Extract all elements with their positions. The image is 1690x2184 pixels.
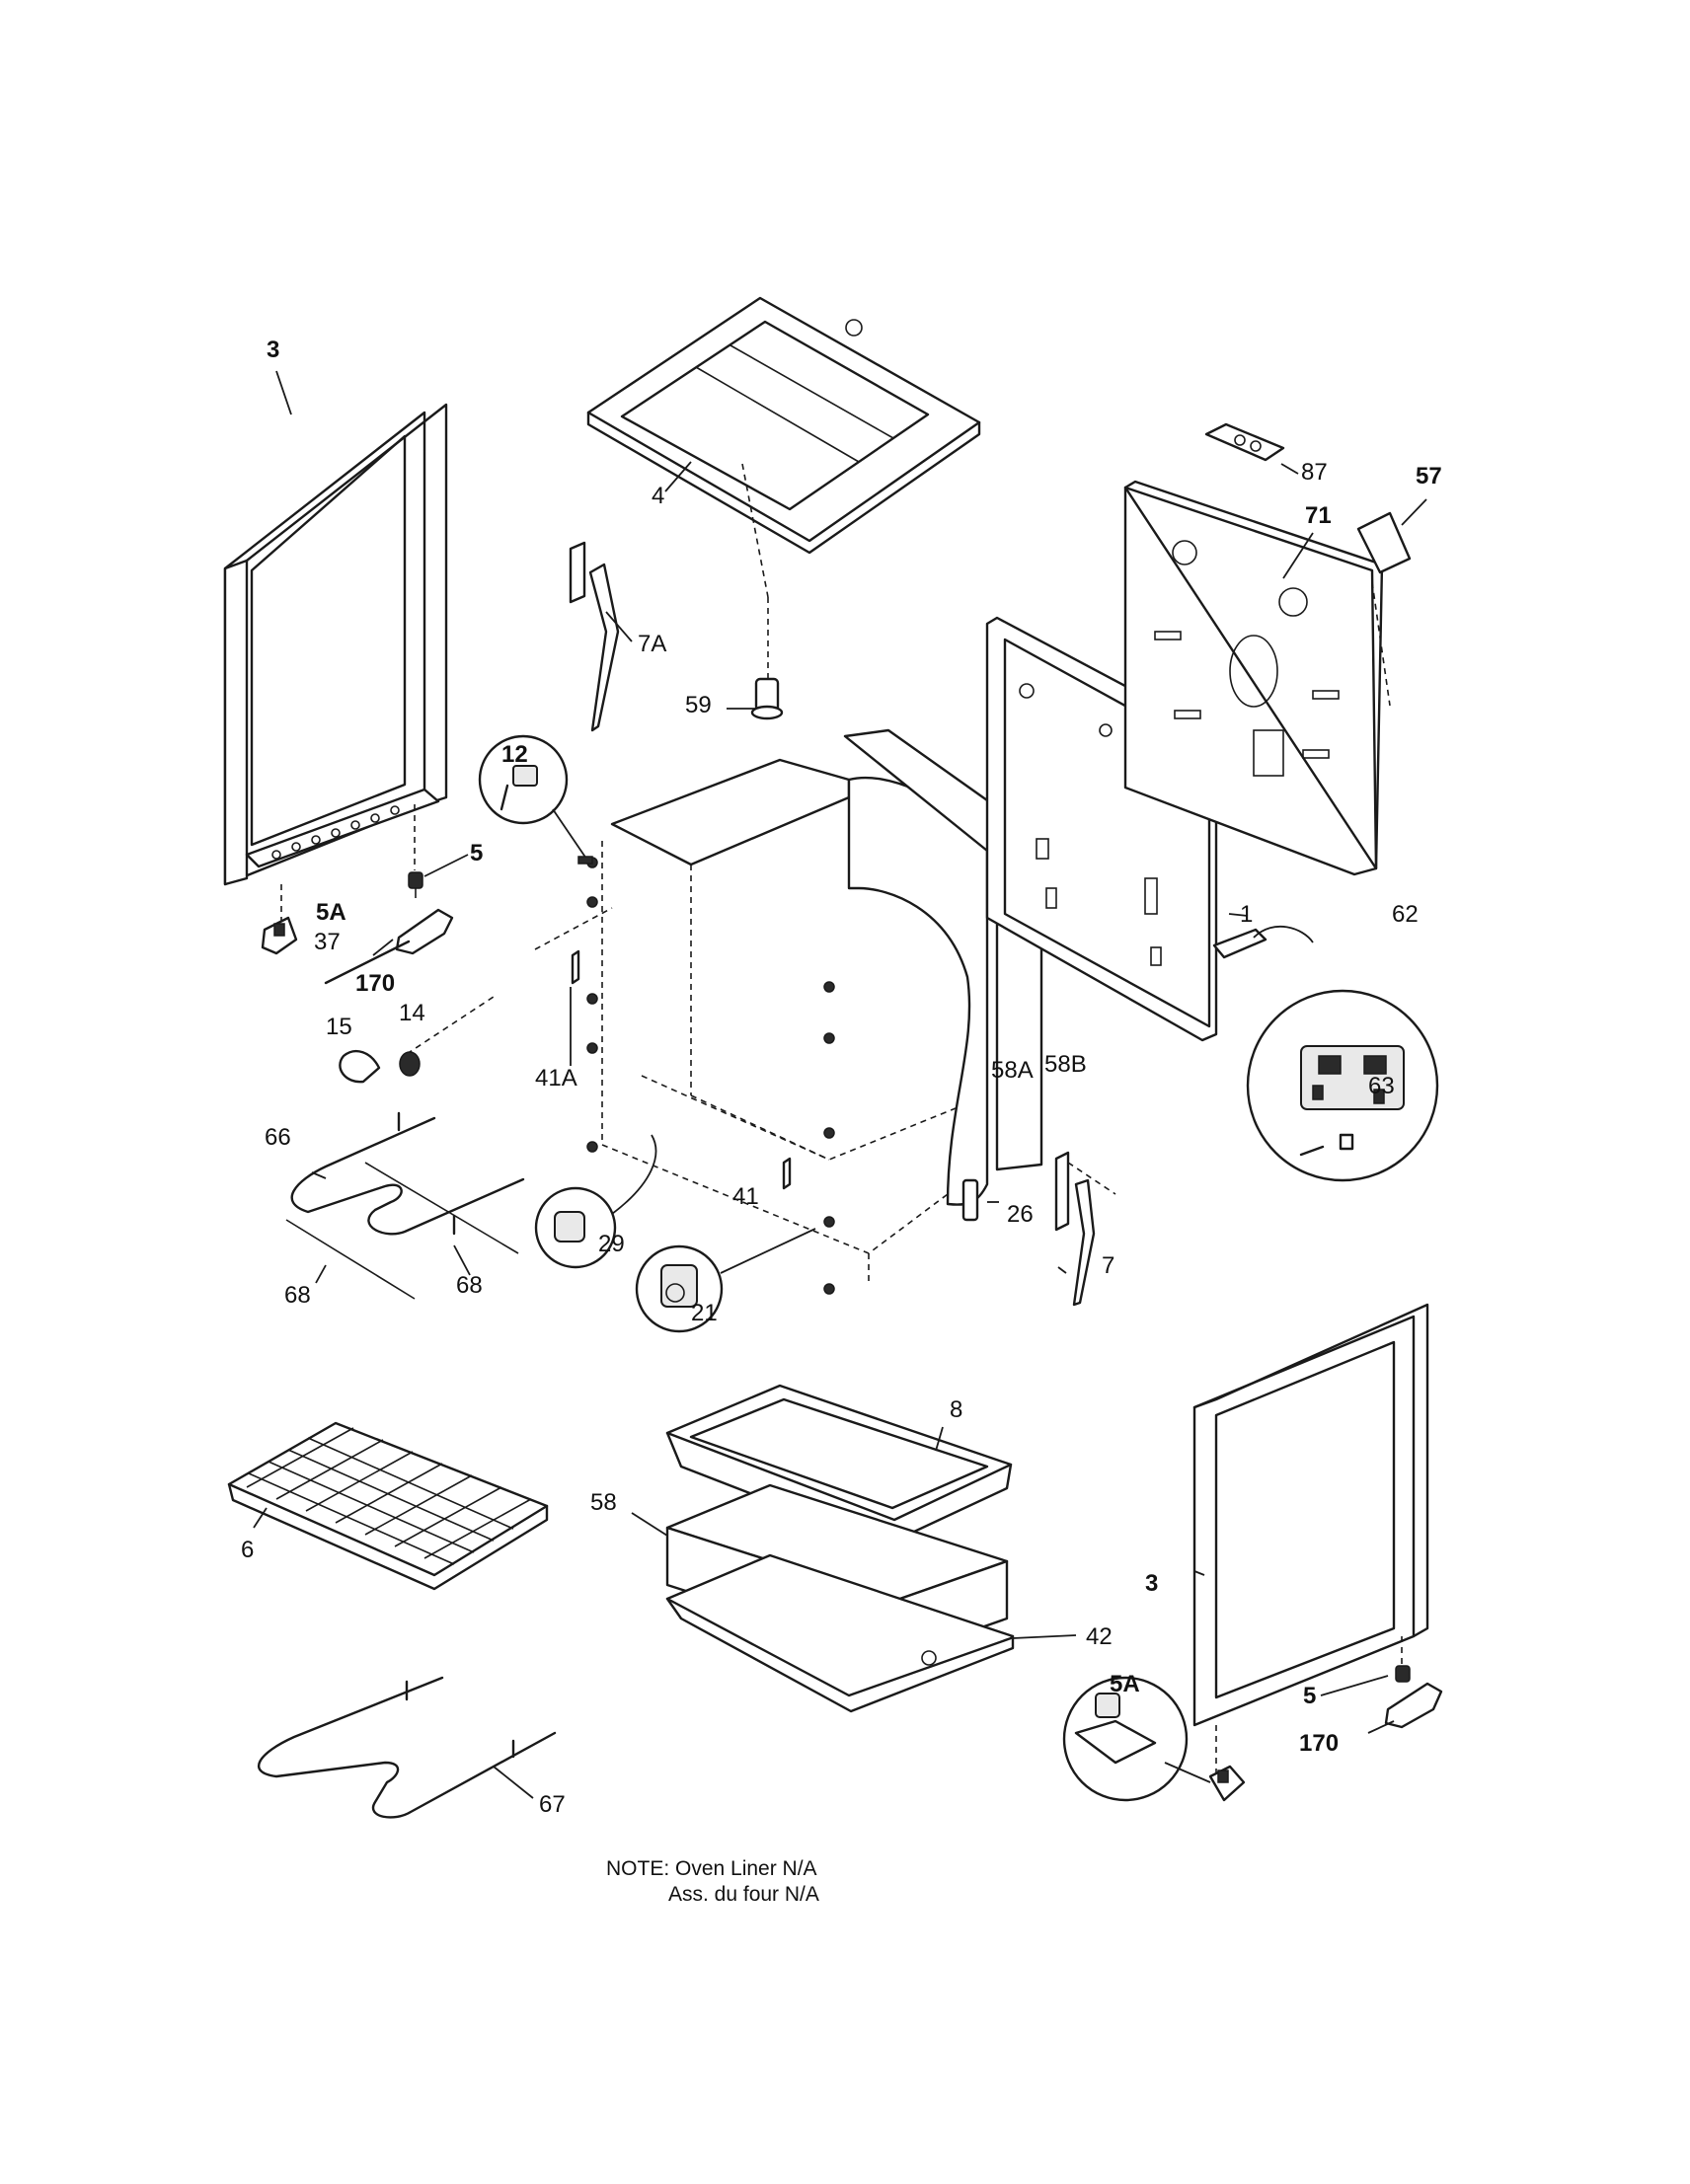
part-7a-hinge-bracket (569, 541, 633, 732)
part-66-bake-element (290, 1111, 525, 1236)
note-line-1: NOTE: Oven Liner N/A (606, 1857, 817, 1880)
part-3-right-side-panel (1192, 1303, 1429, 1776)
part-170-hinge-left (324, 908, 454, 985)
part-62-detail-circle (1246, 989, 1439, 1182)
label-15: 15 (326, 1014, 352, 1040)
label-57: 57 (1416, 463, 1442, 490)
part-58a-insulation (847, 776, 989, 1206)
label-170-left: 170 (355, 970, 395, 997)
label-leader-lines (253, 370, 1427, 1799)
label-170-right: 170 (1299, 1730, 1339, 1757)
part-12-sensor-detail (478, 734, 593, 865)
part-5-screw-left (408, 871, 423, 898)
label-37: 37 (314, 929, 341, 955)
label-58b: 58B (1044, 1051, 1087, 1078)
label-63: 63 (1368, 1073, 1395, 1099)
part-29-detail (534, 1134, 657, 1269)
part-6-oven-rack (227, 1421, 549, 1591)
note-line-2: Ass. du four N/A (668, 1883, 819, 1906)
label-5a-left: 5A (316, 899, 346, 926)
part-41-bracket (782, 1157, 792, 1190)
label-5-left: 5 (470, 840, 483, 866)
label-42: 42 (1086, 1623, 1113, 1650)
label-14: 14 (399, 1000, 425, 1026)
part-15-light-bulb (339, 1049, 381, 1084)
label-7a: 7A (638, 631, 666, 657)
part-87-gasket (1204, 422, 1285, 462)
part-5a-hinge-receiver-left (261, 916, 298, 955)
part-170-hinge-right (1384, 1682, 1443, 1729)
part-67-broil-element (257, 1676, 557, 1819)
label-4: 4 (652, 483, 664, 509)
label-1: 1 (1240, 901, 1253, 928)
part-26-hinge-clip (961, 1178, 979, 1222)
label-8: 8 (950, 1396, 962, 1423)
part-68-element-shield (285, 1162, 519, 1300)
label-62: 62 (1392, 901, 1419, 928)
part-14-socket (399, 1051, 421, 1077)
part-62-terminal-block (1212, 926, 1314, 959)
part-7-hinge-bracket (1054, 1151, 1116, 1307)
label-68-left: 68 (284, 1282, 311, 1309)
part-3-left-side-panel (223, 403, 448, 923)
part-59-connector (750, 677, 784, 720)
part-57-cover-plate (1356, 511, 1412, 574)
label-3-right: 3 (1145, 1570, 1158, 1597)
part-41a-bracket (571, 949, 580, 985)
label-5a-right: 5A (1110, 1671, 1140, 1697)
label-26: 26 (1007, 1201, 1034, 1228)
label-58: 58 (590, 1489, 617, 1516)
label-71: 71 (1305, 502, 1332, 529)
label-29: 29 (598, 1231, 625, 1257)
label-68-right: 68 (456, 1272, 483, 1299)
label-41a: 41A (535, 1065, 577, 1092)
part-5a-detail-right (1062, 1676, 1211, 1802)
part-8-broiler-pan (665, 1384, 1013, 1547)
label-7: 7 (1102, 1252, 1114, 1279)
label-67: 67 (539, 1791, 566, 1818)
part-21-detail (635, 1228, 816, 1333)
label-5-right: 5 (1303, 1683, 1316, 1709)
label-41: 41 (732, 1183, 759, 1210)
part-63-screw-clip (1299, 1133, 1354, 1157)
label-12: 12 (501, 741, 528, 768)
label-3-left: 3 (267, 337, 279, 363)
part-42-drawer-bottom (665, 1553, 1015, 1713)
oven-liner-note: NOTE: Oven Liner N/A Ass. du four N/A (606, 1857, 819, 1906)
label-21: 21 (691, 1300, 718, 1326)
label-66: 66 (265, 1124, 291, 1151)
part-4-top-panel (586, 296, 981, 691)
label-59: 59 (685, 692, 712, 718)
label-58a: 58A (991, 1057, 1034, 1084)
label-87: 87 (1301, 459, 1328, 486)
part-71-rear-panel (1123, 480, 1391, 876)
part-number-labels: 3 4 87 57 71 7A 59 12 5 5A 37 170 14 15 … (241, 337, 1442, 1818)
part-5-screw-right (1395, 1665, 1411, 1683)
part-5a-hinge-receiver-right (1208, 1765, 1246, 1802)
label-6: 6 (241, 1537, 254, 1563)
